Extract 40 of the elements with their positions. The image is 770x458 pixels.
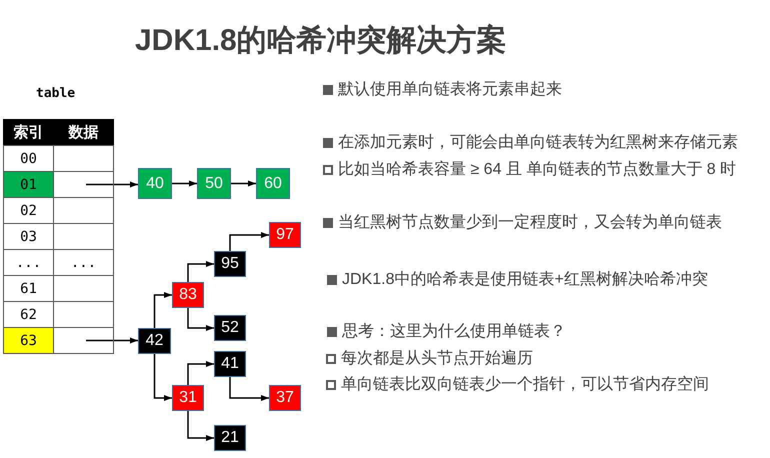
table-caption: table [36, 86, 76, 102]
table-header-cell: 数据 [53, 119, 114, 146]
bullet-text: 当红黑树节点数量少到一定程度时，又会转为单向链表 [338, 213, 722, 233]
arrow [229, 377, 269, 401]
tree-node: 83 [172, 282, 204, 308]
tree-node: 95 [214, 251, 246, 277]
tree-node: 37 [269, 385, 301, 411]
bullet-text: 默认使用单向链表将元素串起来 [338, 80, 562, 100]
arrow [229, 232, 269, 251]
table-header-cell: 索引 [3, 119, 54, 146]
list-node: 50 [197, 168, 231, 199]
tree-node: 31 [172, 385, 204, 411]
bullet-text: 思考：这里为什么使用单链表？ [342, 322, 566, 342]
arrow [154, 354, 172, 401]
bullet-text: 比如当哈希表容量 ≥ 64 且 单向链表的节点数量大于 8 时 [338, 160, 736, 180]
arrow [187, 261, 214, 282]
arrow [86, 182, 138, 188]
tree-node: 41 [214, 351, 246, 377]
table-cell: 00 [3, 145, 54, 172]
arrow [187, 308, 214, 331]
slide-title: JDK1.8的哈希冲突解决方案 [135, 23, 507, 59]
table-cell: 63 [3, 327, 54, 354]
bullet-text: JDK1.8中的哈希表是使用链表+红黑树解决哈希冲突 [342, 270, 708, 290]
arrow [86, 338, 138, 344]
bullet-text: 每次都是从头节点开始遍历 [341, 349, 533, 369]
tree-node: 21 [214, 425, 246, 451]
arrow [172, 180, 197, 186]
table-cell [53, 327, 114, 354]
arrow [187, 361, 214, 385]
bullet-text: 单向链表比双向链表少一个指针，可以节省内存空间 [341, 375, 709, 395]
arrow [187, 411, 214, 441]
arrow [154, 292, 172, 328]
tree-node: 52 [214, 315, 246, 341]
list-node: 60 [256, 168, 290, 199]
list-node: 40 [138, 168, 172, 199]
tree-node: 42 [138, 328, 171, 354]
bullet-text: 在添加元素时，可能会由单向链表转为红黑树来存储元素 [338, 133, 738, 153]
arrow [231, 180, 256, 186]
table-cell: 01 [3, 171, 54, 198]
tree-node: 97 [269, 222, 301, 248]
